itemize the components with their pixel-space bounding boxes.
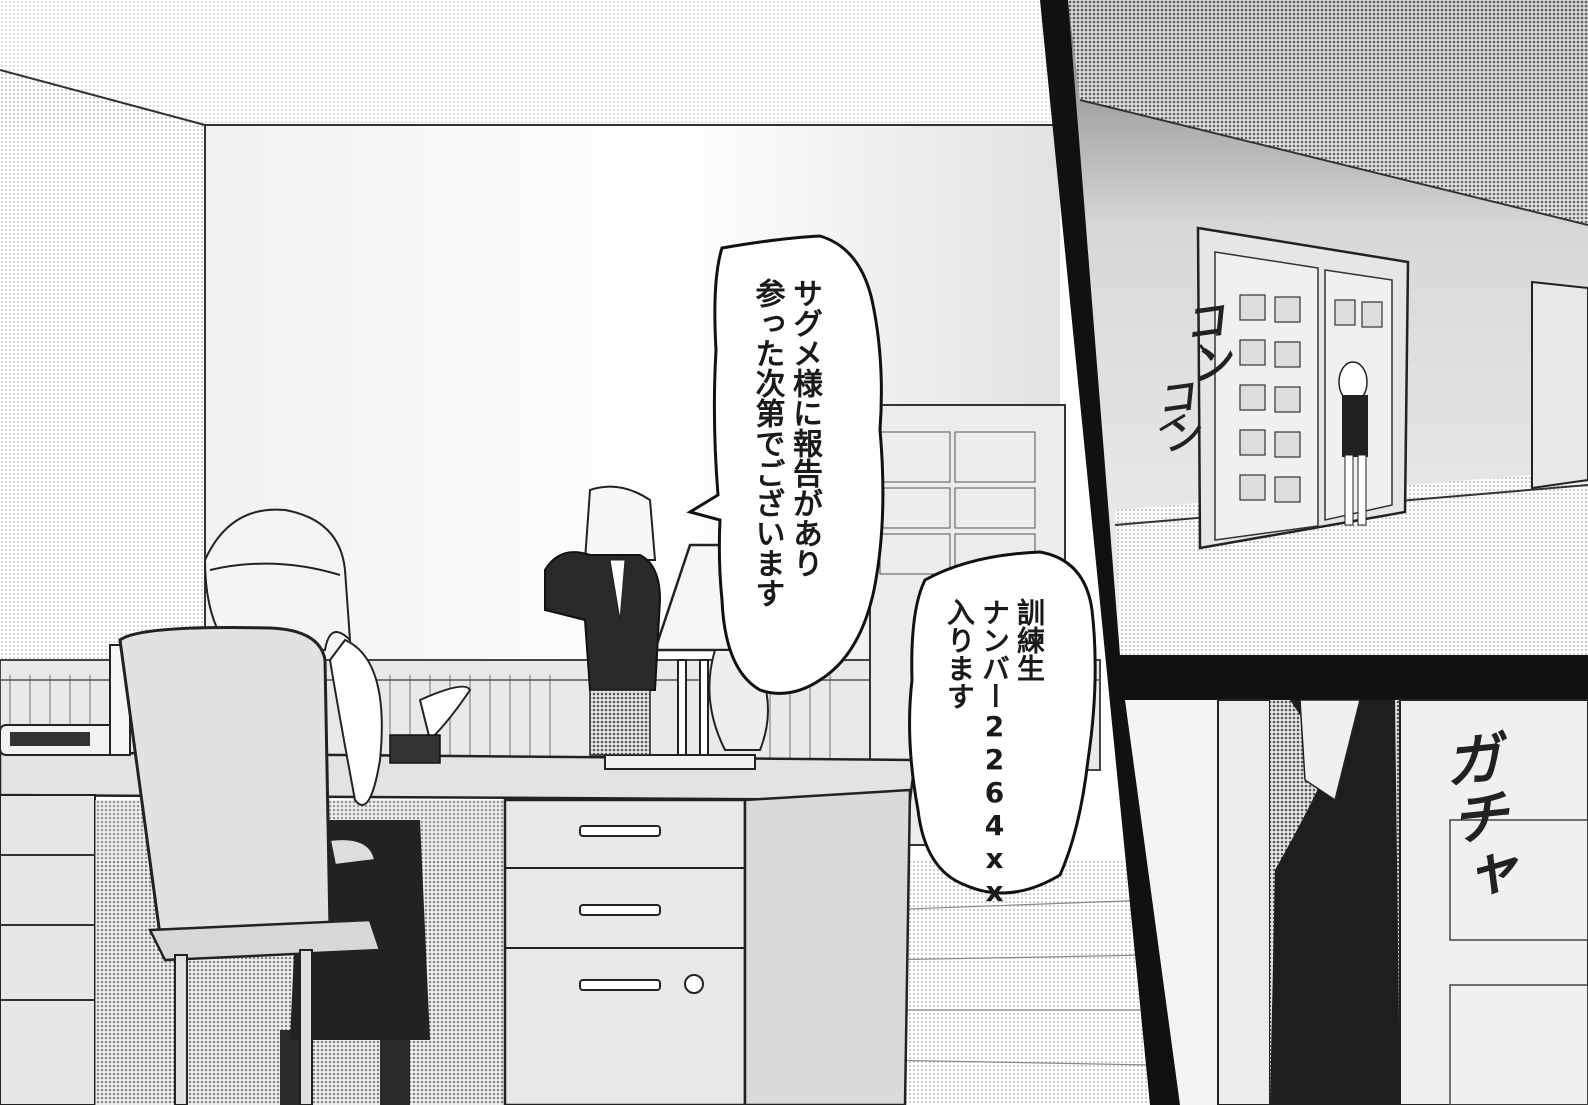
speech-bubble-report — [686, 234, 885, 695]
speech-text-enter: 訓練生 ナンバー2264xx 入ります — [943, 598, 1046, 908]
sfx-knock-2: コン — [1147, 375, 1203, 457]
speech-bubble-enter — [908, 550, 1097, 895]
office-chair — [118, 626, 382, 1105]
knocking-trainee-figure — [1338, 361, 1368, 526]
corridor-panel — [1068, 0, 1588, 655]
sfx-door-open: ガチャ — [1431, 726, 1517, 908]
sfx-knock-1: コン — [1174, 296, 1235, 388]
standing-trainee-figure — [544, 485, 662, 756]
door-opening-panel — [1125, 699, 1588, 1105]
office-panel — [0, 0, 1160, 1105]
speech-text-report: サグメ様に報告があり 参った次第でございます — [749, 278, 823, 608]
